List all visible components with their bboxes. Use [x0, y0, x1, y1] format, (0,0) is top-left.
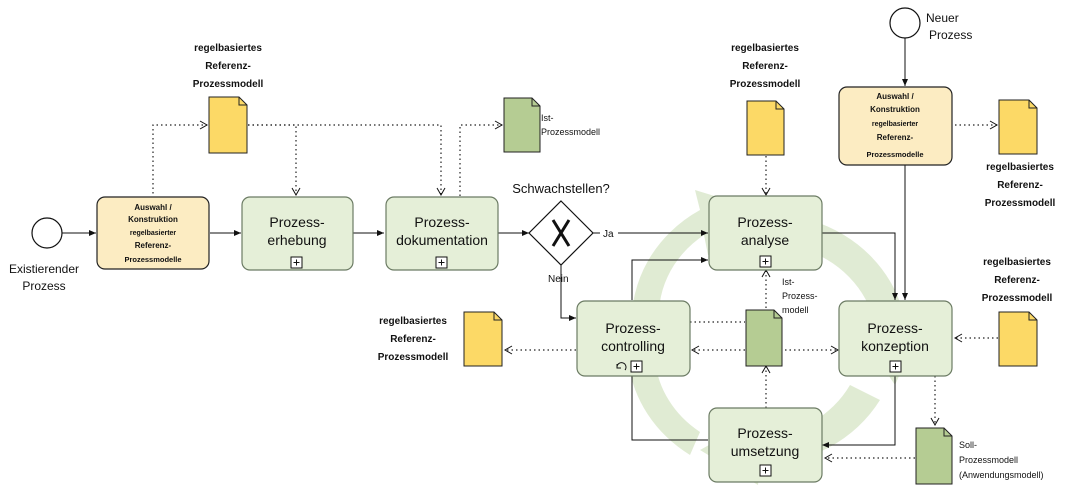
start-event-label-1: Existierender — [9, 262, 79, 276]
gateway-no-label: Nein — [548, 274, 569, 285]
task-analyse-l1: Prozess- — [737, 214, 793, 230]
doc-ref-model-3[interactable] — [998, 99, 1038, 155]
task-umsetzung-l1: Prozess- — [737, 425, 793, 441]
x-marker-icon — [551, 219, 571, 247]
plus-square-icon[interactable] — [290, 256, 303, 269]
doc-ref-5-l3: Prozessmodell — [378, 352, 449, 363]
task-auswahl-left-l1: Auswahl / — [134, 203, 172, 212]
task-erhebung-l2: erhebung — [267, 232, 326, 248]
task-auswahl-right-l4: Referenz- — [877, 133, 914, 142]
gateway-question: Schwachstellen? — [512, 181, 610, 196]
task-prozess-erhebung[interactable]: Prozess- erhebung — [241, 196, 354, 271]
task-konzeption-l1: Prozess- — [867, 320, 923, 336]
doc-ref-1-l2: Referenz- — [205, 61, 251, 72]
task-analyse-l2: analyse — [741, 232, 789, 248]
doc-ref-2-l2: Referenz- — [742, 61, 788, 72]
doc-ref-4-l2: Referenz- — [994, 275, 1040, 286]
new-process-event[interactable] — [889, 7, 921, 39]
task-konzeption-l2: konzeption — [861, 338, 929, 354]
task-auswahl-left-l4: Referenz- — [135, 241, 172, 250]
sequence-flows — [62, 38, 908, 448]
doc-soll-l3: (Anwendungsmodell) — [959, 470, 1044, 480]
doc-ref-model-4[interactable] — [998, 311, 1038, 367]
task-dokumentation-l1: Prozess- — [414, 214, 470, 230]
doc-ref-2-l1: regelbasiertes — [731, 43, 799, 54]
doc-ref-4-l1: regelbasiertes — [983, 257, 1051, 268]
doc-ref-model-2[interactable] — [746, 100, 785, 156]
task-prozess-umsetzung[interactable]: Prozess- umsetzung — [708, 407, 823, 483]
task-auswahl-left[interactable]: Auswahl / Konstruktion regelbasierter Re… — [96, 196, 210, 270]
task-controlling-l2: controlling — [601, 338, 665, 354]
doc-ist-mid-l1: Ist- — [782, 277, 795, 287]
new-process-label-2: Prozess — [929, 28, 972, 42]
task-auswahl-right-l3: regelbasierter — [872, 121, 919, 128]
task-auswahl-left-l3: regelbasierter — [130, 230, 177, 237]
plus-square-icon[interactable] — [759, 255, 772, 268]
doc-ref-3-l2: Referenz- — [997, 180, 1043, 191]
doc-ref-3-l3: Prozessmodell — [985, 198, 1056, 209]
start-event-label-2: Prozess — [22, 279, 65, 293]
task-auswahl-left-l5: Prozessmodelle — [124, 255, 181, 264]
doc-ref-1-l3: Prozessmodell — [193, 79, 264, 90]
new-process-label-1: Neuer — [926, 11, 959, 25]
doc-ist-mid-l3: modell — [782, 305, 809, 315]
task-auswahl-right[interactable]: Auswahl / Konstruktion regelbasierter Re… — [838, 86, 953, 166]
task-auswahl-right-l2: Konstruktion — [870, 105, 920, 114]
doc-ref-5-l1: regelbasiertes — [379, 316, 447, 327]
doc-soll-l2: Prozessmodell — [959, 455, 1018, 465]
associations — [152, 120, 999, 463]
doc-ist-model-mid[interactable] — [745, 309, 783, 367]
doc-ist-top-l2: Prozessmodell — [541, 127, 600, 137]
task-erhebung-l1: Prozess- — [269, 214, 325, 230]
task-auswahl-right-l1: Auswahl / — [876, 92, 914, 101]
task-dokumentation-l2: dokumentation — [396, 232, 488, 248]
doc-soll-model[interactable] — [915, 427, 953, 485]
plus-square-icon[interactable] — [759, 464, 772, 477]
start-event[interactable] — [31, 217, 63, 249]
task-prozess-controlling[interactable]: Prozess- controlling — [576, 300, 691, 377]
doc-ref-4-l3: Prozessmodell — [982, 293, 1053, 304]
plus-square-icon[interactable] — [889, 360, 902, 373]
doc-ist-top-l1: Ist- — [541, 113, 554, 123]
task-prozess-konzeption[interactable]: Prozess- konzeption — [838, 300, 953, 377]
plus-square-icon[interactable] — [630, 360, 643, 373]
doc-ref-model-5[interactable] — [463, 311, 503, 367]
doc-ist-model-top[interactable] — [503, 97, 541, 153]
doc-soll-l1: Soll- — [959, 440, 977, 450]
doc-ref-3-l1: regelbasiertes — [986, 162, 1054, 173]
doc-ref-2-l3: Prozessmodell — [730, 79, 801, 90]
gateway-schwachstellen[interactable] — [528, 200, 594, 266]
task-auswahl-left-l2: Konstruktion — [128, 215, 178, 224]
doc-ref-5-l2: Referenz- — [390, 334, 436, 345]
doc-ref-1-l1: regelbasiertes — [194, 43, 262, 54]
loop-arrow-icon — [616, 362, 627, 371]
gateway-yes-label: Ja — [603, 229, 614, 240]
task-prozess-analyse[interactable]: Prozess- analyse — [708, 195, 823, 271]
task-umsetzung-l2: umsetzung — [731, 443, 799, 459]
doc-ref-model-1[interactable] — [208, 96, 248, 154]
task-controlling-l1: Prozess- — [605, 320, 661, 336]
doc-ist-mid-l2: Prozess- — [782, 291, 818, 301]
task-auswahl-right-l5: Prozessmodelle — [866, 150, 923, 159]
task-prozess-dokumentation[interactable]: Prozess- dokumentation — [385, 196, 499, 271]
plus-square-icon[interactable] — [435, 256, 448, 269]
